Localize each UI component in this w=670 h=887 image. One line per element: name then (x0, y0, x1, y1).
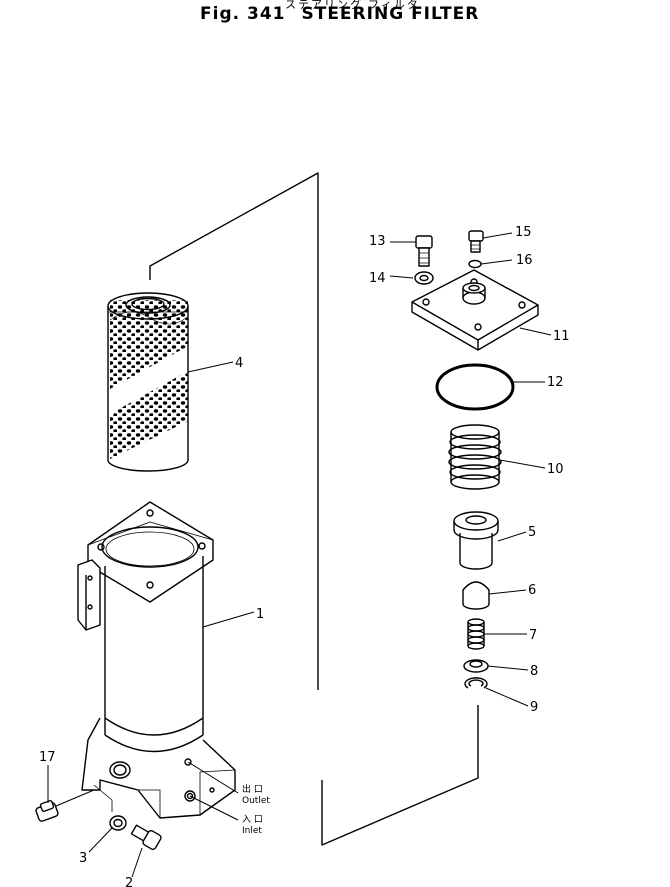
bolt-15 (468, 230, 484, 253)
assembly-guide-line-right (321, 705, 479, 846)
spring-10 (448, 424, 502, 490)
callout-16: 16 (516, 253, 533, 268)
o-ring-12 (435, 363, 515, 411)
callout-3: 3 (79, 851, 87, 866)
callout-17: 17 (39, 750, 56, 765)
callout-8: 8 (530, 664, 538, 679)
callout-11: 11 (553, 329, 570, 344)
callout-12: 12 (547, 375, 564, 390)
outlet-label: Outlet (242, 796, 270, 806)
filter-case (77, 501, 236, 819)
outlet-label-jp: 出 口 (242, 783, 263, 795)
callout-7: 7 (529, 628, 537, 643)
callout-4: 4 (235, 356, 243, 371)
callout-10: 10 (547, 462, 564, 477)
bolt-2 (130, 824, 162, 851)
callout-labels: 1 2 3 4 5 6 7 8 9 10 11 12 13 14 15 16 1… (39, 225, 570, 887)
figure-caption: STEERING FILTER (301, 4, 480, 24)
o-ring-16 (468, 259, 482, 269)
bolt-13 (415, 235, 433, 267)
callout-1: 1 (256, 607, 264, 622)
cover-plate (411, 269, 539, 351)
leader-lines (47, 232, 552, 878)
callout-13: 13 (369, 234, 386, 249)
callout-14: 14 (369, 271, 386, 286)
inlet-label-jp: 入 口 (242, 814, 263, 825)
washer-3 (109, 815, 127, 831)
japanese-title: ステアリング フィルタ (285, 0, 420, 11)
snap-ring-9 (464, 677, 488, 689)
valve-poppet (462, 581, 490, 610)
assembly-guide-line-left (149, 172, 319, 690)
valve-seat (453, 511, 499, 570)
figure-number: Fig. 341 (200, 4, 286, 24)
inlet-label: Inlet (242, 826, 262, 836)
callout-5: 5 (528, 525, 536, 540)
callout-15: 15 (515, 225, 532, 240)
washer-8 (463, 659, 489, 673)
callout-6: 6 (528, 583, 536, 598)
spring-7 (467, 618, 485, 650)
drain-plug (35, 789, 95, 822)
figure-title: Fig. 341 STEERING FILTER (200, 4, 495, 24)
filter-element (107, 292, 189, 472)
callout-2: 2 (125, 876, 133, 887)
callout-9: 9 (530, 700, 538, 715)
port-labels: 出 口 Outlet 入 口 Inlet (242, 783, 270, 836)
washer-14 (414, 271, 434, 285)
